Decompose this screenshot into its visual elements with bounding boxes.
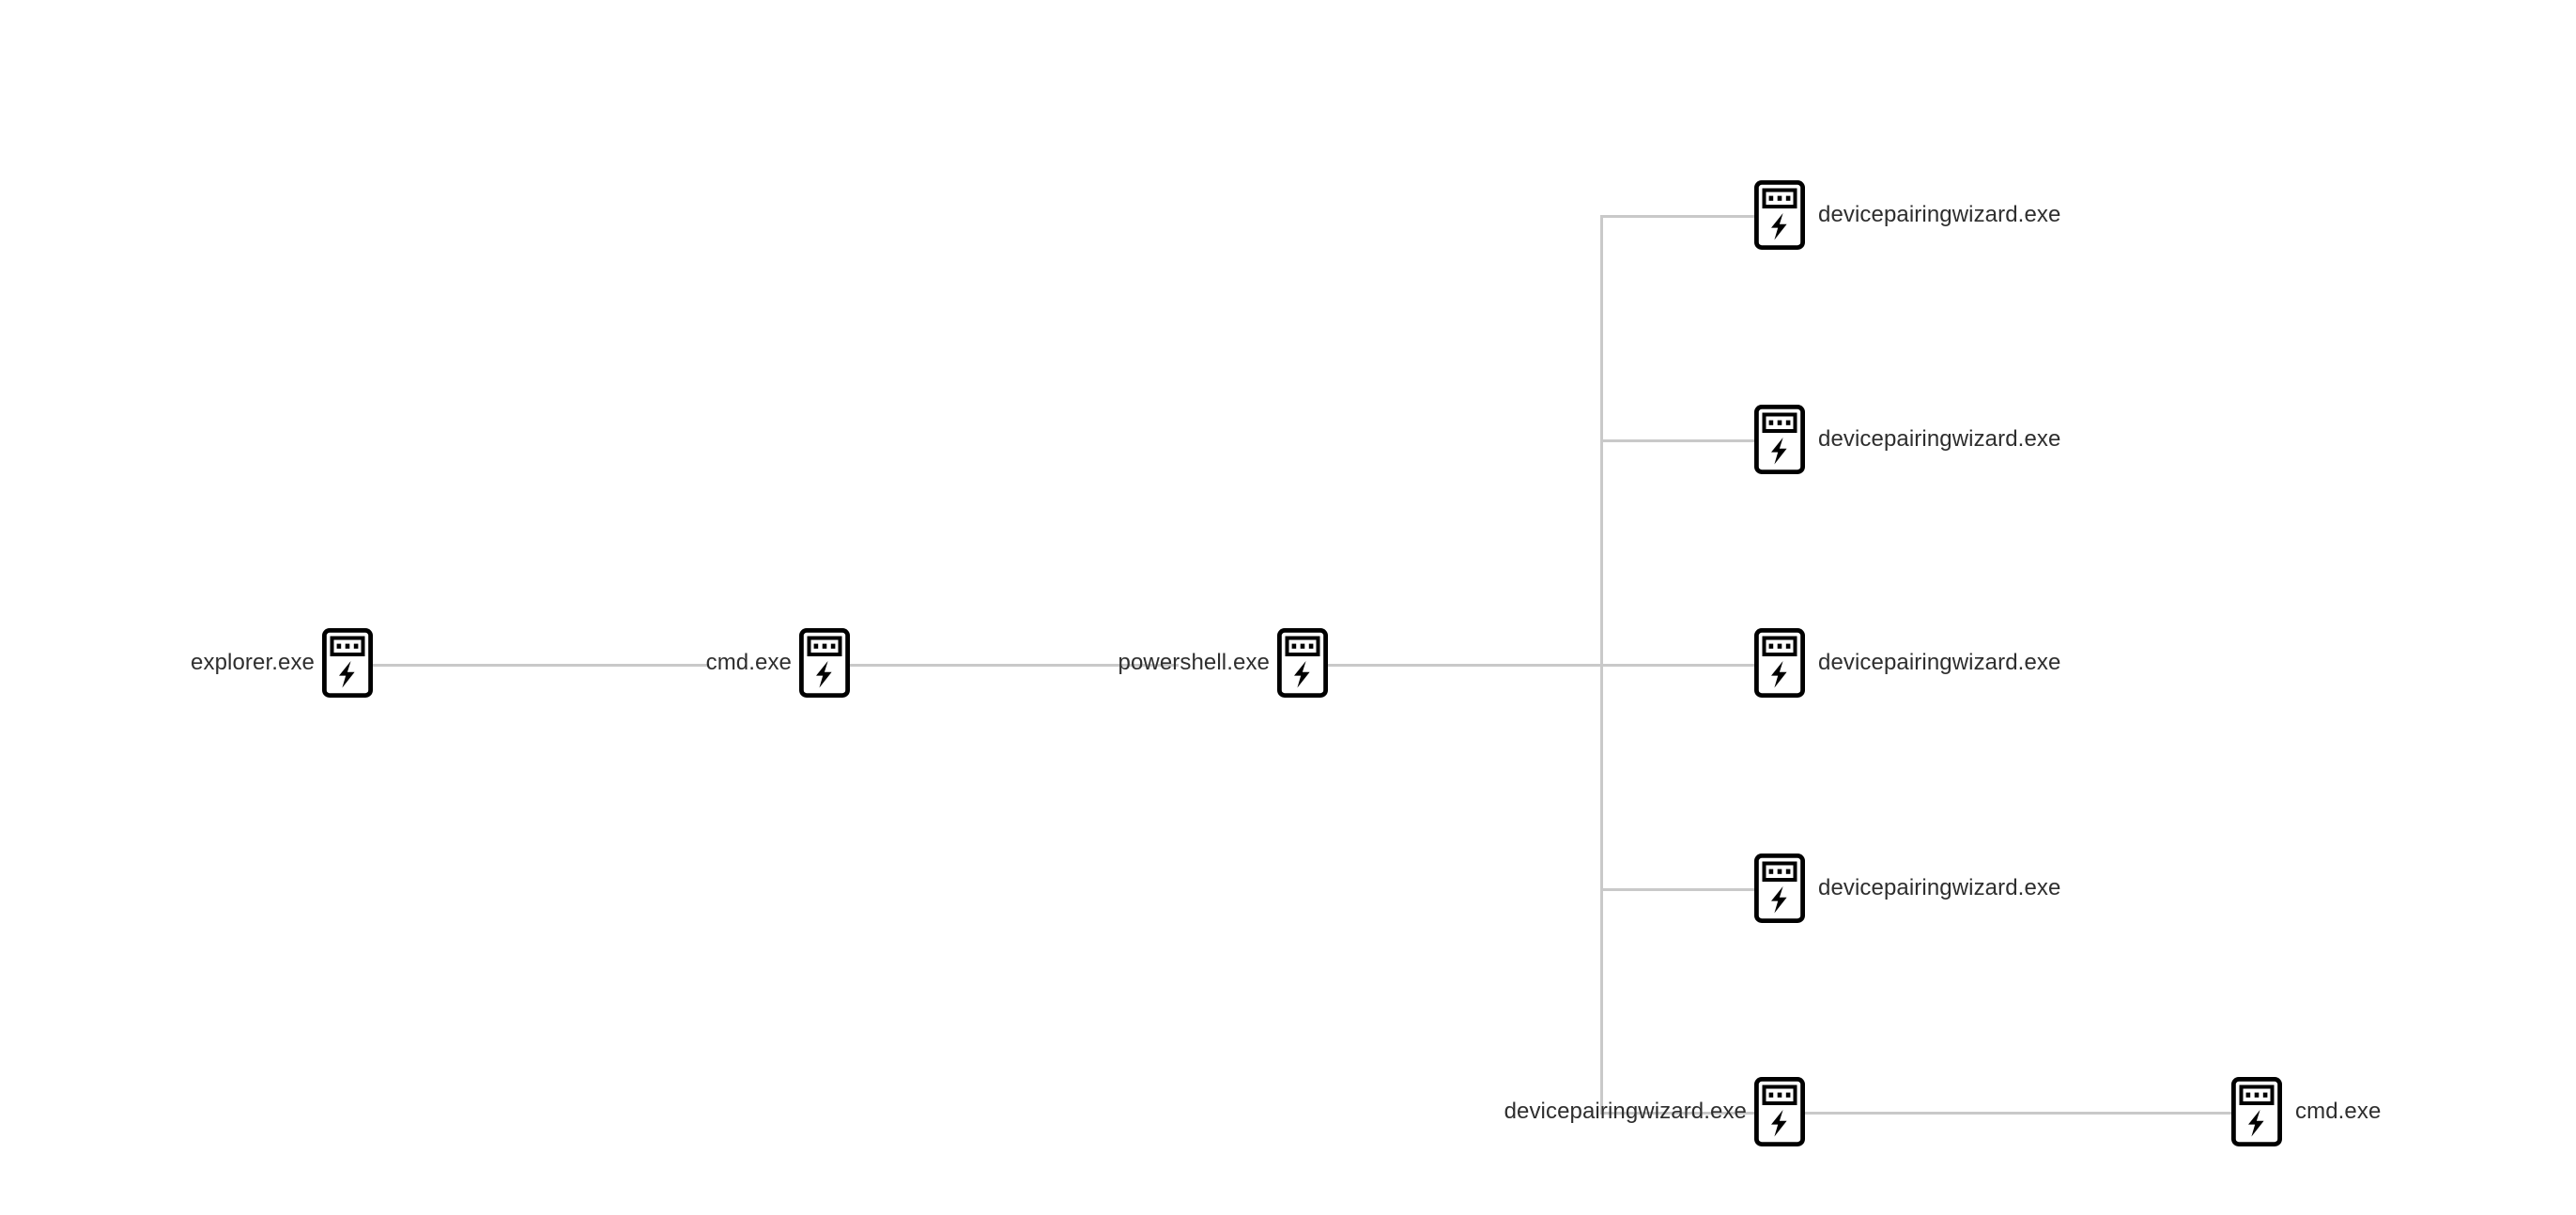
process-node-pwsh[interactable]: powershell.exe <box>1118 628 1329 698</box>
process-executable-icon <box>1754 180 1805 250</box>
process-node-label: devicepairingwizard.exe <box>1818 426 2061 452</box>
process-node-cmd1[interactable]: cmd.exe <box>706 628 850 698</box>
process-node-dpw3[interactable]: devicepairingwizard.exe <box>1754 628 2060 698</box>
process-executable-icon <box>2231 1077 2282 1146</box>
process-node-cmd2[interactable]: cmd.exe <box>2231 1077 2381 1146</box>
connector-e-trunk-dpw4 <box>1600 888 1754 891</box>
connector-e-trunk-dpw2 <box>1600 439 1754 442</box>
process-executable-icon <box>799 628 850 698</box>
connector-e-pwsh-trunk <box>1328 664 1754 667</box>
connector-e-explorer-cmd1 <box>373 664 709 667</box>
process-node-label: cmd.exe <box>2295 1099 2382 1124</box>
process-node-label: devicepairingwizard.exe <box>1818 650 2061 675</box>
connector-e-trunk-dpw1 <box>1600 215 1754 218</box>
process-executable-icon <box>1754 628 1805 698</box>
process-node-dpw2[interactable]: devicepairingwizard.exe <box>1754 405 2060 474</box>
process-executable-icon <box>1277 628 1328 698</box>
process-node-label: cmd.exe <box>705 650 792 675</box>
connector-e-trunk <box>1600 215 1603 1112</box>
process-executable-icon <box>1754 854 1805 923</box>
process-node-label: devicepairingwizard.exe <box>1504 1099 1747 1124</box>
process-executable-icon <box>1754 1077 1805 1146</box>
connector-e-cmd1-pwsh <box>850 664 1179 667</box>
process-node-dpw1[interactable]: devicepairingwizard.exe <box>1754 180 2060 250</box>
process-node-label: explorer.exe <box>191 650 315 675</box>
process-node-label: devicepairingwizard.exe <box>1818 202 2061 227</box>
process-executable-icon <box>1754 405 1805 474</box>
process-node-dpw5[interactable]: devicepairingwizard.exe <box>1504 1077 1805 1146</box>
process-node-dpw4[interactable]: devicepairingwizard.exe <box>1754 854 2060 923</box>
process-node-explorer[interactable]: explorer.exe <box>191 628 373 698</box>
connector-e-trunk-dpw5 <box>1600 1112 1754 1115</box>
process-node-label: powershell.exe <box>1118 650 1270 675</box>
process-executable-icon <box>322 628 373 698</box>
process-node-label: devicepairingwizard.exe <box>1818 875 2061 900</box>
connector-e-dpw5-cmd2 <box>1805 1112 2231 1115</box>
